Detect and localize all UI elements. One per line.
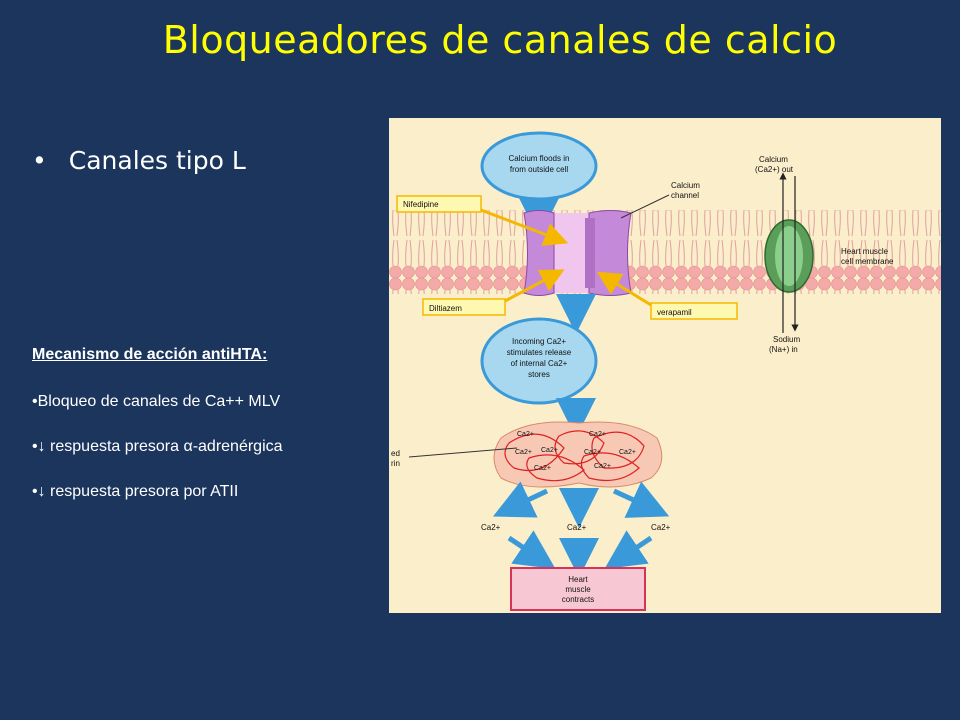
- bullet-canales: • Canales tipo L: [32, 146, 246, 175]
- calcium-channel-label-1: Calcium: [671, 181, 700, 190]
- heart-text-3: contracts: [562, 595, 594, 604]
- mechanism-heading: Mecanismo de acción antiHTA:: [32, 346, 283, 364]
- store-ca-6: Ca2+: [619, 449, 636, 456]
- calcium-channel-label-2: channel: [671, 191, 699, 200]
- verapamil-label: verapamil: [657, 308, 692, 317]
- released-ca-right: Ca2+: [651, 523, 671, 532]
- membrane-label-1: Heart muscle: [841, 247, 889, 256]
- sodium-calcium-exchanger: [765, 220, 813, 292]
- released-ca-center: Ca2+: [567, 523, 587, 532]
- incoming-text-3: of internal Ca2+: [511, 359, 568, 368]
- slide-title: Bloqueadores de canales de calcio: [0, 18, 960, 62]
- arrow-to-heart-left: [509, 538, 539, 558]
- calcium-out-label-1: Calcium: [759, 155, 788, 164]
- incoming-text-2: stimulates release: [507, 348, 572, 357]
- diltiazem-label: Diltiazem: [429, 304, 462, 313]
- arrow-release-left: [511, 491, 547, 508]
- mechanism-item-2: •↓ respuesta presora α-adrenérgica: [32, 438, 283, 456]
- floods-text-2: from outside cell: [510, 165, 568, 174]
- nifedipine-label: Nifedipine: [403, 200, 439, 209]
- incoming-text-4: stores: [528, 370, 550, 379]
- sodium-in-label-2: (Na+) in: [769, 345, 798, 354]
- bullet-dot: •: [32, 146, 47, 175]
- store-ca-8: Ca2+: [594, 463, 611, 470]
- mechanism-item-1: •Bloqueo de canales de Ca++ MLV: [32, 393, 283, 411]
- store-ca-5: Ca2+: [584, 449, 601, 456]
- stores-label-partial-1: ed: [391, 449, 400, 458]
- store-ca-3: Ca2+: [515, 449, 532, 456]
- arrow-release-right: [614, 491, 651, 508]
- calcium-out-label-2: (Ca2+) out: [755, 165, 794, 174]
- store-ca-7: Ca2+: [534, 465, 551, 472]
- arrow-to-heart-right: [621, 538, 651, 558]
- sodium-in-label-1: Sodium: [773, 335, 800, 344]
- incoming-text-1: Incoming Ca2+: [512, 337, 566, 346]
- mechanism-item-3: •↓ respuesta presora por ATII: [32, 483, 283, 501]
- membrane-label-2: cell membrane: [841, 257, 894, 266]
- store-ca-4: Ca2+: [541, 447, 558, 454]
- bullet-text: Canales tipo L: [69, 146, 246, 175]
- floods-text-1: Calcium floods in: [509, 154, 570, 163]
- stores-label-partial-2: rin: [391, 459, 400, 468]
- calcium-channel-diagram: Calcium floods in from outside cell Calc…: [389, 118, 941, 613]
- store-ca-2: Ca2+: [589, 431, 606, 438]
- heart-text-1: Heart: [568, 575, 588, 584]
- diagram-svg: Calcium floods in from outside cell Calc…: [389, 118, 941, 613]
- released-ca-left: Ca2+: [481, 523, 501, 532]
- mechanism-block: Mecanismo de acción antiHTA: •Bloqueo de…: [32, 346, 283, 528]
- heart-text-2: muscle: [565, 585, 591, 594]
- store-ca-1: Ca2+: [517, 431, 534, 438]
